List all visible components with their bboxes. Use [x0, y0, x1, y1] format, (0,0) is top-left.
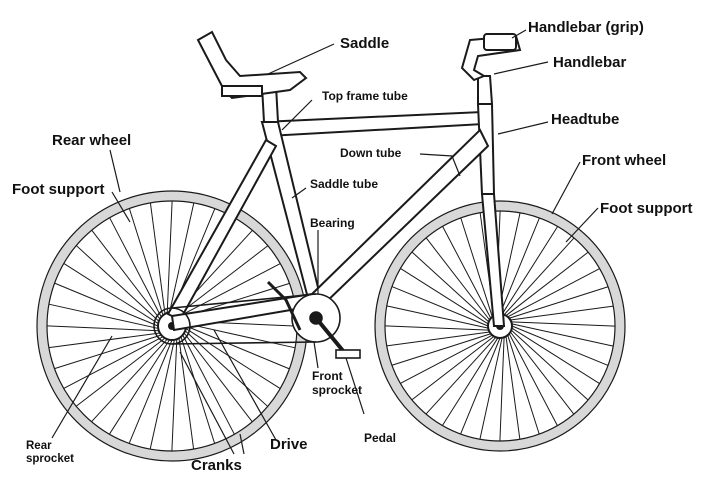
stem: [477, 75, 494, 105]
spoke: [425, 336, 497, 415]
spoke: [54, 282, 159, 327]
spoke: [460, 217, 493, 317]
spoke: [185, 328, 281, 390]
spoke: [75, 245, 160, 322]
spoke: [505, 251, 589, 317]
spoke: [511, 321, 616, 327]
label-rear-wheel: Rear wheel: [52, 132, 132, 149]
label-foot-support-rear: Foot support: [12, 181, 105, 198]
spoke: [180, 263, 281, 316]
spoke: [460, 337, 501, 435]
spoke: [48, 303, 159, 329]
label-bearing: Bearing: [310, 216, 355, 230]
label-saddle-tube: Saddle tube: [310, 177, 379, 191]
spoke: [180, 336, 216, 444]
spoke: [507, 335, 540, 435]
label-handlebar-grip: Handlebar (grip): [528, 19, 644, 36]
leader-lines: [51, 29, 599, 455]
front-wheel-spokes: [384, 210, 616, 442]
spoke: [391, 333, 491, 366]
spoke: [441, 337, 499, 426]
spoke: [425, 237, 491, 321]
spoke: [91, 229, 161, 320]
spoke: [128, 208, 164, 316]
spoke: [511, 323, 614, 347]
spoke: [411, 335, 495, 401]
spoke: [91, 338, 168, 423]
label-pedal: Pedal: [364, 431, 397, 445]
label-saddle: Saddle: [340, 35, 390, 52]
spoke: [384, 325, 489, 331]
label-rear-sprocket: Rear sprocket: [26, 440, 74, 466]
spoke: [509, 331, 575, 415]
spoke: [149, 339, 175, 450]
saddle-shape: [196, 30, 308, 100]
spoke: [169, 202, 195, 313]
label-cranks: Cranks: [191, 457, 242, 474]
spoke: [171, 339, 178, 452]
spoke: [178, 338, 195, 450]
spoke: [48, 332, 160, 349]
spoke: [185, 325, 290, 370]
spoke: [509, 286, 609, 319]
spoke: [63, 336, 164, 389]
spoke: [149, 202, 166, 314]
spoke: [442, 226, 492, 319]
handlebar-shape: [460, 33, 522, 82]
label-rear-sprocket-line2: sprocket: [26, 453, 74, 466]
spoke: [511, 327, 600, 385]
spoke: [511, 325, 609, 366]
label-top-frame-tube: Top frame tube: [322, 89, 408, 103]
spoke: [391, 286, 489, 327]
spoke: [510, 305, 614, 321]
front-fork: [480, 193, 506, 327]
spoke: [479, 337, 503, 440]
spoke: [499, 217, 540, 315]
label-front-sprocket-line2: sprocket: [312, 382, 363, 397]
spoke: [508, 333, 558, 426]
drivetrain: [153, 280, 361, 359]
spoke: [411, 251, 490, 323]
spoke: [75, 337, 166, 407]
spoke: [505, 336, 521, 440]
label-front-wheel: Front wheel: [582, 152, 667, 169]
label-down-tube: Down tube: [340, 146, 402, 160]
spoke: [386, 331, 490, 347]
spoke: [400, 334, 493, 384]
top-tube: [260, 110, 486, 138]
pedal-shape: [335, 349, 361, 359]
label-front-sprocket-line1: Front: [312, 369, 343, 383]
label-headtube: Headtube: [551, 111, 620, 128]
crank-arm: [314, 316, 346, 354]
spoke: [109, 217, 162, 318]
frame: [166, 75, 506, 332]
spoke: [507, 268, 600, 318]
spoke: [499, 337, 505, 442]
spoke: [46, 325, 159, 332]
spoke: [182, 334, 235, 435]
spoke: [63, 262, 159, 324]
spoke: [128, 339, 173, 444]
spoke: [386, 305, 489, 329]
rear-wheel: [36, 190, 308, 462]
spoke: [510, 329, 589, 401]
spoke: [183, 332, 253, 423]
label-foot-support-front: Foot support: [600, 200, 693, 217]
spoke: [185, 323, 296, 349]
spoke: [178, 245, 269, 315]
spoke: [54, 334, 162, 370]
spoke: [501, 226, 559, 315]
label-drive: Drive: [270, 436, 308, 453]
label-rear-sprocket-line1: Rear: [26, 440, 52, 452]
chain: [171, 293, 317, 345]
spoke: [400, 267, 489, 325]
label-handlebar: Handlebar: [553, 54, 627, 71]
spoke: [166, 200, 173, 313]
spoke: [108, 339, 170, 435]
spoke: [503, 237, 575, 316]
front-wheel: [374, 200, 626, 452]
label-front-sprocket: Front sprocket: [312, 369, 363, 398]
